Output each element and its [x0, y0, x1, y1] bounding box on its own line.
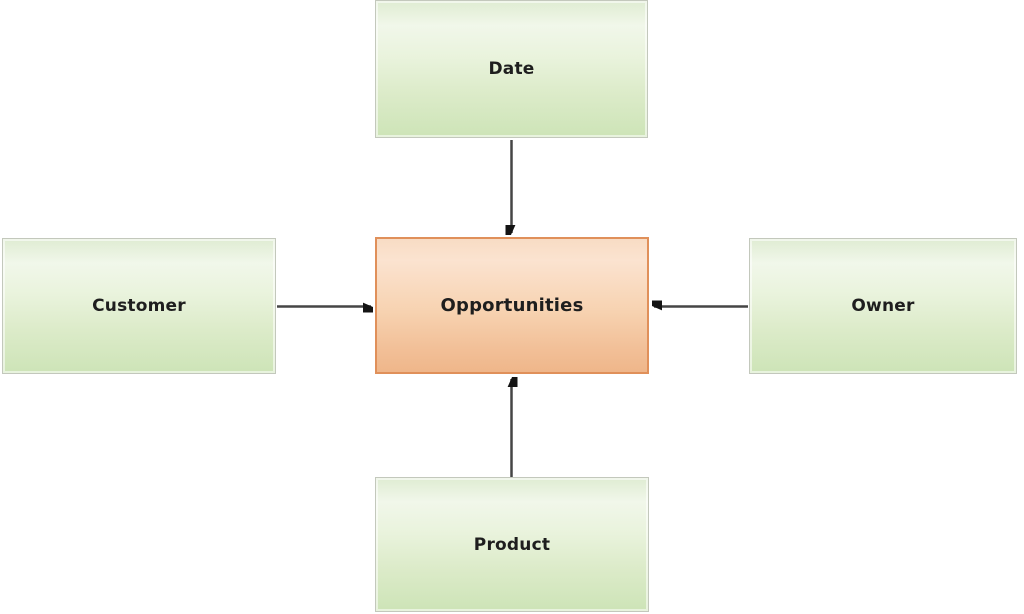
node-date: Date [375, 0, 648, 138]
node-product: Product [375, 477, 649, 612]
node-opportunities: Opportunities [375, 237, 649, 374]
node-date-label: Date [488, 59, 535, 79]
node-owner-label: Owner [851, 296, 915, 316]
node-customer-label: Customer [92, 296, 186, 316]
node-product-label: Product [473, 534, 551, 555]
node-opportunities-label: Opportunities [440, 295, 584, 316]
node-owner: Owner [749, 238, 1017, 374]
node-customer: Customer [2, 238, 276, 374]
